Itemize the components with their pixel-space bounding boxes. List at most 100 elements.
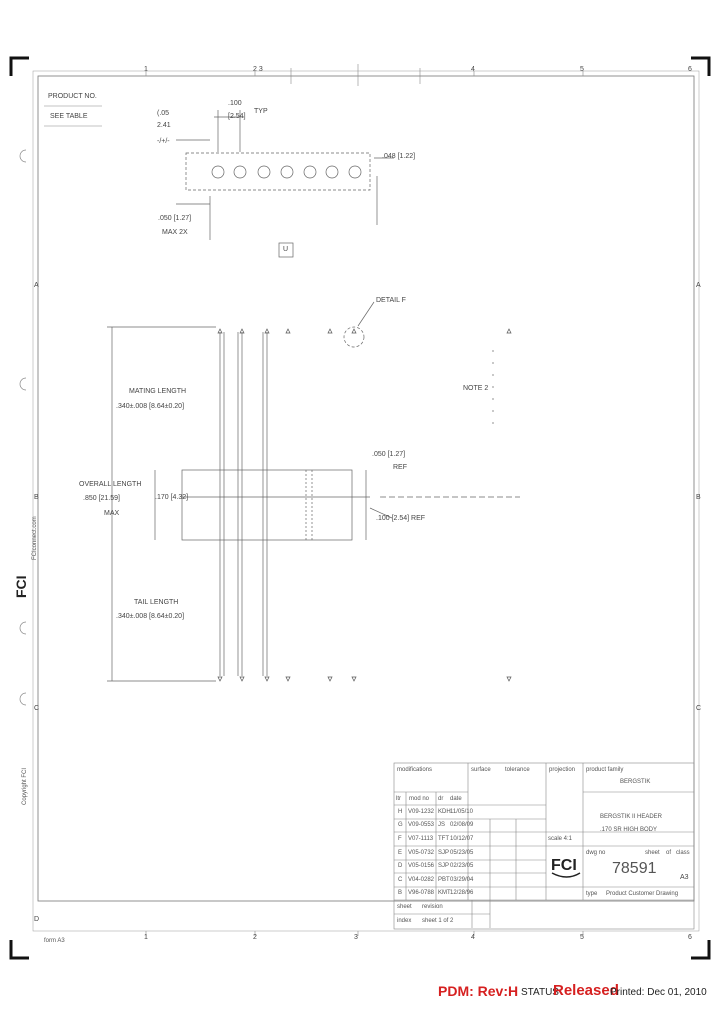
svg-text:FCI: FCI	[551, 857, 577, 874]
overall-length-max: MAX	[104, 510, 120, 517]
mod-ltr: F	[398, 836, 402, 842]
mod-date: 11/05/10	[450, 809, 473, 815]
zone-left-c: C	[34, 705, 40, 712]
zone-bottom-5: 5	[580, 934, 584, 941]
pdm-revision: PDM: Rev:H	[438, 983, 519, 999]
zone-top-2: 2 3	[253, 66, 263, 73]
zone-bottom-3: 3	[354, 934, 358, 941]
tb-copyright-row: sheet 1 of 2	[422, 918, 454, 924]
tb-surface: surface	[471, 767, 491, 773]
mod-date: 05/23/05	[450, 850, 474, 856]
side-view-connector	[107, 301, 520, 682]
tb-rev: A3	[680, 874, 689, 881]
tail-length-title: TAIL LENGTH	[134, 599, 179, 606]
tb-modifications: modifications	[397, 767, 433, 773]
zone-bottom-6: 6	[688, 934, 692, 941]
status-label: STATUS	[521, 987, 559, 998]
see-table-label: SEE TABLE	[50, 113, 88, 120]
tb-type-value: Product Customer Drawing	[606, 891, 679, 897]
side-arcs	[19, 149, 27, 706]
zone-top-3: 4	[471, 66, 475, 73]
pitch-metric: [2.54]	[228, 113, 246, 120]
mod-dr: KMT	[438, 890, 451, 896]
mod-ltr: B	[398, 890, 403, 896]
mod-dr: SJP	[438, 850, 450, 856]
mating-length-title: MATING LENGTH	[129, 388, 187, 395]
right-dim: .048 [1.22]	[382, 153, 416, 160]
mod-date: 10/12/07	[450, 836, 474, 842]
overall-length-value: .850 [21.59]	[83, 495, 120, 502]
mod-no: V09-1232	[408, 809, 435, 815]
zone-ticks	[145, 64, 584, 936]
tb-sheet-label: sheet	[645, 850, 660, 856]
pin-markers	[217, 328, 512, 682]
mod-dr: TFT	[438, 836, 449, 842]
tb-dr: dr	[438, 796, 444, 802]
mating-length-value: .340±.008 [8.64±0.20]	[116, 403, 185, 410]
zone-bottom-2: 2	[253, 934, 257, 941]
mod-ltr: D	[398, 863, 403, 869]
tb-index-row: index	[397, 918, 412, 924]
top-view-connector	[176, 110, 394, 258]
box-u: U	[283, 246, 289, 253]
mod-dr: KDH	[438, 809, 451, 815]
printed-date: Printed: Dec 01, 2010	[610, 987, 707, 998]
tb-product-family: product family	[586, 767, 624, 773]
mod-no: V96-0788	[408, 890, 435, 896]
bottom-dim-2: MAX 2X	[162, 229, 188, 236]
tb-family-value: BERGSTIK	[620, 779, 651, 785]
bottom-dim-1: .050 [1.27]	[158, 215, 192, 222]
tb-date: date	[450, 796, 462, 802]
form-label: form A3	[44, 938, 65, 944]
mod-dr: JS	[438, 822, 446, 828]
tb-of-label: of	[666, 850, 672, 856]
zone-left-d: D	[34, 916, 40, 923]
mod-no: V05-0732	[408, 850, 435, 856]
zone-top-4: 5	[580, 66, 584, 73]
zone-right-c: C	[696, 705, 702, 712]
tb-scale: scale 4:1	[548, 836, 573, 842]
tb-ltr: ltr	[396, 796, 401, 802]
pitch-dim: .100	[228, 100, 242, 107]
zone-left-b: B	[34, 494, 39, 501]
zone-top-5: 6	[688, 66, 692, 73]
mod-ltr: H	[398, 809, 403, 815]
pitch-ref-2: REF	[393, 464, 407, 471]
tb-type-label: type	[586, 891, 598, 897]
tb-projection: projection	[549, 767, 576, 773]
product-no-label: PRODUCT NO.	[48, 93, 97, 100]
mod-date: 12/28/96	[450, 890, 474, 896]
mod-no: V07-1113	[408, 836, 434, 842]
overall-length-title: OVERALL LENGTH	[79, 481, 142, 488]
side-copyright: Copyright FCI	[22, 767, 28, 805]
product-no-box	[44, 105, 102, 127]
pitch-ref-3: .100 [2.54] REF	[376, 515, 426, 522]
tb-revision-row: revision	[422, 904, 443, 910]
mod-ltr: E	[398, 850, 403, 856]
zone-left-a: A	[34, 282, 39, 289]
title-block-grid	[393, 762, 695, 930]
tb-class-label: class	[676, 850, 690, 856]
zone-right-a: A	[696, 282, 701, 289]
mod-date: 03/29/04	[450, 877, 474, 883]
drawing-frame	[32, 70, 700, 932]
tail-length-value: .340±.008 [8.64±0.20]	[116, 613, 185, 620]
mod-date: 02/08/09	[450, 822, 474, 828]
mod-ltr: C	[398, 877, 403, 883]
crop-marks	[9, 56, 711, 960]
pitch-typ: TYP	[254, 108, 268, 115]
tb-tolerance: tolerance	[505, 767, 530, 773]
mod-no: V05-0156	[408, 863, 435, 869]
zone-top-1: 1	[144, 66, 148, 73]
status-value: Released	[553, 982, 619, 999]
tb-title-line1: BERGSTIK II HEADER	[600, 814, 663, 820]
mod-dr: SJP	[438, 863, 450, 869]
mod-no: V04-0282	[408, 877, 435, 883]
mod-no: V09-0553	[408, 822, 435, 828]
mod-dr: PBT	[438, 877, 450, 883]
left-dim-1: (.05	[157, 110, 170, 117]
pitch-ref-1: .050 [1.27]	[372, 451, 406, 458]
mod-date: 02/23/05	[450, 863, 474, 869]
tb-dwg-no: 78591	[612, 860, 657, 877]
